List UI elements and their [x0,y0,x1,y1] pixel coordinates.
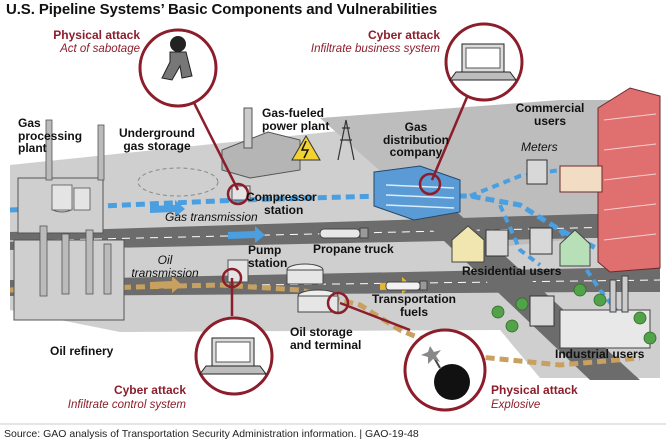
label-pump-station: Pump station [248,243,288,270]
explosive-circle [403,328,487,412]
label-transportation-fuels: Transportation fuels [371,292,456,319]
attack-subtitle-control: Infiltrate control system [67,399,186,411]
attack-heading-explosive: Physical attack [491,383,578,397]
attack-heading-control: Cyber attack [113,383,186,397]
spark-icon [421,346,441,364]
label-gas-transmission: Gas transmission [165,210,258,224]
electric-hazard-icon [291,135,321,161]
power-plant [221,107,355,179]
attack-subtitle-sabotage: Act of sabotage [60,43,140,55]
attack-subtitle-business: Infiltrate business system [310,43,440,55]
residential-houses [451,225,591,267]
attack-heading-business: Cyber attack [367,28,440,42]
propane-truck [319,227,369,239]
label-oil-transmission: Oil transmission [131,253,199,280]
sabotage-circle [138,28,218,108]
saboteur-icon [170,36,186,52]
ground-shadow [320,100,660,250]
business-system-circle [444,22,524,102]
attack-subtitle-explosive: Explosive [491,399,541,411]
gas-storage-area [137,167,219,197]
label-residential-users: Residential users [462,264,562,278]
label-power-plant: Gas-fueled power plant [262,106,330,133]
oil-refinery [13,225,125,321]
target-pump [221,267,243,289]
commercial-tower [597,87,661,273]
oil-pipeline [9,282,641,368]
control-system-circle [194,316,274,396]
bomb-icon [434,364,470,400]
label-meters: Meters [521,140,558,154]
gas-pipeline-branch-res [498,204,542,267]
target-storage [326,291,350,315]
label-compressor-station: Compressor station [246,190,317,217]
callout-line-business [430,89,472,181]
gas-arrow-1 [150,200,185,217]
target-distribution [418,172,442,196]
source-note: Source: GAO analysis of Transportation S… [4,428,419,440]
label-propane-truck: Propane truck [313,242,394,256]
transmission-tower [337,119,355,161]
page-title: U.S. Pipeline Systems’ Basic Components … [6,1,438,18]
label-commercial-users: Commercial users [515,101,585,128]
target-compressor [226,182,250,206]
trees [491,283,657,345]
gas-pipeline-branch [469,168,561,198]
gas-processing-plant [17,119,105,234]
label-industrial-users: Industrial users [555,347,645,361]
attack-heading-sabotage: Physical attack [53,28,140,42]
label-underground-gas-storage: Underground gas storage [119,126,195,153]
label-gas-distribution-company: Gas distribution company [383,120,449,160]
label-oil-storage-terminal: Oil storage and terminal [290,325,362,352]
oil-arrow-1 [150,276,182,293]
label-gas-processing-plant: Gas processing plant [18,116,83,156]
gas-arrow-2 [228,226,265,243]
callout-line-explosive [339,301,411,332]
commercial-shop [559,165,603,193]
label-oil-refinery: Oil refinery [50,344,114,358]
tank-truck [385,280,428,291]
meter-group [485,159,555,327]
